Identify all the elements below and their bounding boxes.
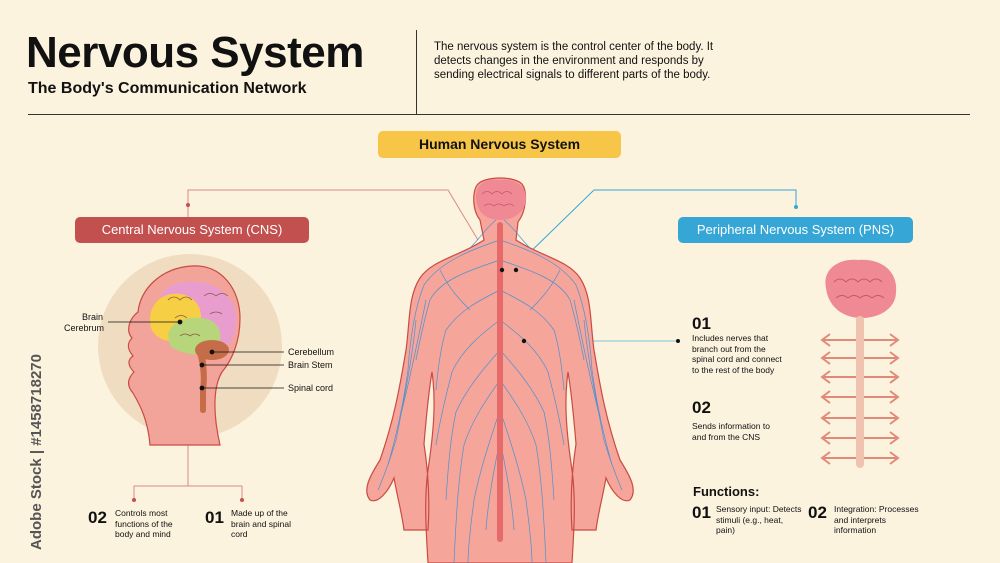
stock-credit: Adobe Stock | #1458718270 (6, 320, 45, 550)
label-cerebrum: Cerebrum (64, 323, 105, 333)
header-horizontal-divider (28, 114, 970, 115)
connector-lines (132, 189, 798, 502)
pns-fact-text: Includes nerves that branch out from the… (692, 333, 782, 375)
pns-fact-number: 02 (692, 398, 711, 417)
cns-fact-number: 01 (205, 508, 224, 527)
header-vertical-divider (416, 30, 417, 114)
label-brain-stem: Brain Stem (288, 360, 333, 370)
pns-fact-text: Sends information to and from the CNS (692, 421, 770, 442)
cns-fact-text: Controls most functions of the body and … (115, 508, 173, 539)
cns-title-pill: Central Nervous System (CNS) (75, 217, 309, 243)
pns-title-pill: Peripheral Nervous System (PNS) (678, 217, 913, 243)
main-label-pill: Human Nervous System (378, 131, 621, 158)
cns-head-illustration (98, 254, 282, 446)
cns-fact-connector (133, 442, 243, 500)
function-number: 02 (808, 503, 827, 522)
pns-spine-illustration (820, 259, 900, 468)
functions-title: Functions: (693, 484, 760, 499)
pns-connector (519, 189, 797, 263)
pns-fact-number: 01 (692, 314, 711, 333)
human-body-illustration (366, 177, 634, 563)
page-title: Nervous System (26, 28, 364, 77)
function-text: Sensory input: Detects stimuli (e.g., he… (716, 504, 802, 535)
function-number: 01 (692, 503, 711, 522)
label-spinal-cord: Spinal cord (288, 383, 334, 393)
cns-fact-text: Made up of the brain and spinal cord (231, 508, 292, 539)
page-subtitle: The Body's Communication Network (28, 80, 307, 97)
cns-fact-number: 02 (88, 508, 107, 527)
label-cerebellum: Cerebellum (288, 347, 335, 357)
intro-text: The nervous system is the control center… (434, 41, 714, 81)
label-brain: Brain (82, 312, 104, 322)
function-text: Integration: Processes and interprets in… (834, 504, 919, 535)
cns-leader-lines (108, 319, 284, 391)
stock-credit-text: Adobe Stock | #1458718270 (28, 354, 45, 550)
